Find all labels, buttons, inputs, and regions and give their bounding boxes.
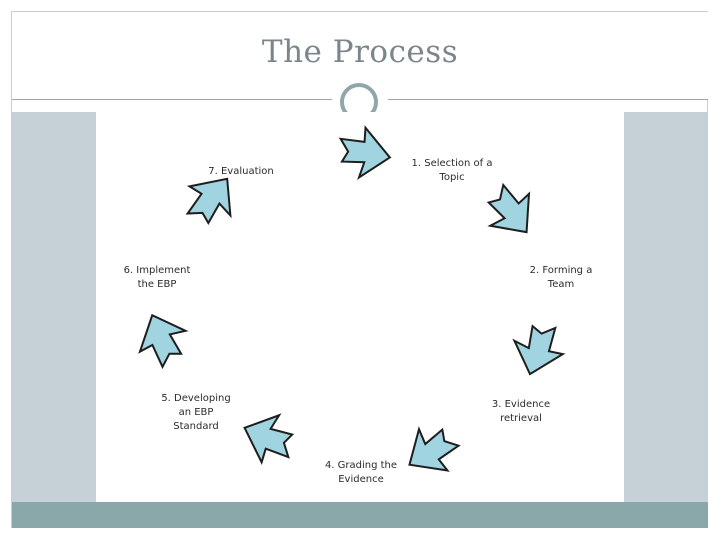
arrow-icon-5 [237, 405, 301, 469]
arrow-icon-4 [399, 418, 463, 482]
left-side-panel [12, 112, 96, 502]
arrow-icon-2 [478, 180, 542, 244]
step-label-7: 7. Evaluation [208, 166, 274, 177]
slide-title: The Process [261, 34, 459, 70]
arrow-icon-1 [332, 122, 396, 186]
right-side-panel [624, 112, 708, 502]
footer-bar [12, 502, 708, 528]
arrow-icon-7 [180, 168, 244, 232]
arrow-icon-3 [505, 317, 569, 381]
arrow-icon-6 [131, 307, 195, 371]
